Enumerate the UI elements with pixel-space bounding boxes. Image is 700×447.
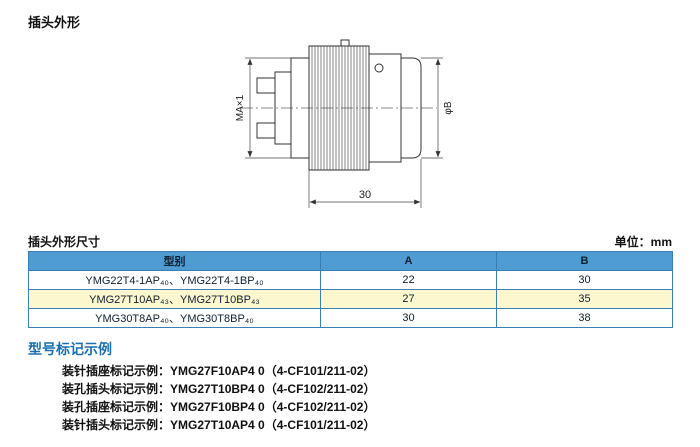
cell-a: 27 <box>320 289 497 309</box>
example-value: YMG27F10BP4 0（4-CF102/211-02） <box>170 400 376 414</box>
cell-model: YMG30T8AP₄₀、YMG30T8BP₄₀ <box>28 308 321 328</box>
unit-label: 单位：mm <box>614 235 672 249</box>
knurl-hatching <box>311 46 367 170</box>
examples-section-title: 型号标记示例 <box>28 341 112 357</box>
length-dim-label: 30 <box>359 189 371 201</box>
cell-b: 38 <box>496 308 673 328</box>
example-label: 装针插座标记示例： <box>62 364 171 378</box>
example-value: YMG27F10AP4 0（4-CF101/211-02） <box>170 364 376 378</box>
cell-a: 22 <box>320 270 497 290</box>
example-label: 装孔插头标记示例： <box>62 382 171 396</box>
polarizing-key <box>340 39 350 47</box>
example-label: 装针插头标记示例： <box>62 418 171 432</box>
example-line: 装孔插座标记示例：YMG27F10BP4 0（4-CF102/211-02） <box>62 398 375 416</box>
thread-dim-label: MA×1 <box>235 94 246 121</box>
table-caption-row: 插头外形尺寸 单位：mm <box>28 233 672 250</box>
example-value: YMG27T10BP4 0（4-CF102/211-02） <box>170 382 376 396</box>
jackscrew-hole <box>374 63 384 73</box>
cell-b: 30 <box>496 270 673 290</box>
dimensions-table: 型别 A B YMG22T4-1AP₄₀、YMG22T4-1BP₄₀ 22 30… <box>28 251 673 328</box>
col-header-model: 型别 <box>28 251 321 271</box>
page-title: 插头外形 <box>28 15 81 30</box>
cell-model: YMG27T10AP₄₃、YMG27T10BP₄₃ <box>28 289 321 309</box>
example-value: YMG27T10AP4 0（4-CF101/211-02） <box>170 418 376 432</box>
technical-drawing: MA×1 φB 30 <box>225 28 475 228</box>
cell-model: YMG22T4-1AP₄₀、YMG22T4-1BP₄₀ <box>28 270 321 290</box>
example-label: 装孔插座标记示例： <box>62 400 171 414</box>
table-row: YMG30T8AP₄₀、YMG30T8BP₄₀ 30 38 <box>28 308 673 328</box>
dimensions-section-title: 插头外形尺寸 <box>28 235 101 249</box>
example-line: 装针插头标记示例：YMG27T10AP4 0（4-CF101/211-02） <box>62 416 375 434</box>
dimension-labels: MA×1 φB 30 <box>235 94 454 201</box>
end-cap <box>400 57 422 159</box>
connector-body <box>256 39 422 171</box>
example-line: 装孔插头标记示例：YMG27T10BP4 0（4-CF102/211-02） <box>62 380 375 398</box>
dimension-lines <box>245 57 443 208</box>
col-header-a: A <box>320 251 497 271</box>
cell-a: 30 <box>320 308 497 328</box>
rear-contact-bottom <box>256 122 276 139</box>
example-line: 装针插座标记示例：YMG27F10AP4 0（4-CF101/211-02） <box>62 362 375 380</box>
examples-list: 装针插座标记示例：YMG27F10AP4 0（4-CF101/211-02） 装… <box>62 362 375 434</box>
table-header-row: 型别 A B <box>28 251 673 271</box>
diameter-dim-label: φB <box>443 101 454 114</box>
col-header-b: B <box>496 251 673 271</box>
table-row: YMG22T4-1AP₄₀、YMG22T4-1BP₄₀ 22 30 <box>28 270 673 290</box>
connector-drawing-svg: MA×1 φB 30 <box>235 39 454 208</box>
cell-b: 35 <box>496 289 673 309</box>
table-row: YMG27T10AP₄₃、YMG27T10BP₄₃ 27 35 <box>28 289 673 309</box>
rear-contact-top <box>256 77 276 94</box>
